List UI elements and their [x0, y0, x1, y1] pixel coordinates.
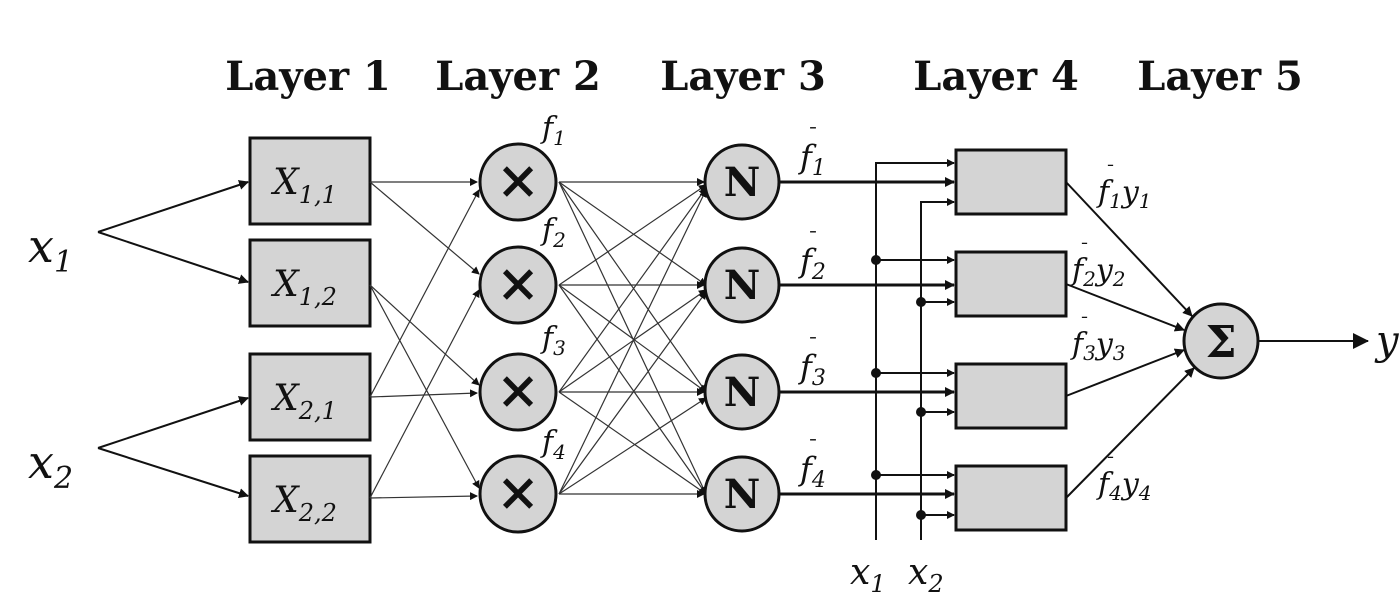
firing-label-1: f1	[540, 111, 566, 150]
product-symbol-4: ×	[496, 462, 540, 523]
layer1-to-layer2-edges	[369, 178, 480, 501]
rule-output-bar-2: ˉ	[1080, 240, 1089, 261]
norm-node-4: N	[703, 455, 781, 533]
product-node-4: ×	[478, 454, 558, 534]
layer3-to-layer4-edges	[779, 177, 955, 499]
output-label: y	[1374, 318, 1400, 364]
rule-output-bar-4: ˉ	[1106, 454, 1115, 475]
norm-symbol-4: N	[724, 471, 761, 518]
product-node-2: ×	[478, 245, 558, 325]
rule-node-2	[954, 250, 1068, 318]
layer4-to-layer5-edges	[1065, 181, 1195, 499]
normalized-bar-1: ˉ	[808, 123, 818, 147]
layer-5-title: Layer 5	[1137, 53, 1303, 100]
rule-output-bar-1: ˉ	[1106, 162, 1115, 183]
layer2-to-layer3-edges	[558, 178, 707, 498]
layer-3-title: Layer 3	[660, 53, 826, 100]
norm-node-2: N	[703, 246, 781, 324]
product-node-1: ×	[478, 142, 558, 222]
norm-node-3: N	[703, 353, 781, 431]
layer-2-title: Layer 2	[435, 53, 601, 100]
firing-label-3: f3	[540, 321, 566, 360]
bus-x1-label: x1	[850, 552, 886, 598]
rule-node-3	[954, 362, 1068, 430]
layer-4-title: Layer 4	[913, 53, 1079, 100]
firing-label-2: f2	[540, 213, 566, 252]
membership-label-2: X1,2	[270, 264, 337, 311]
product-symbol-2: ×	[496, 253, 540, 314]
layer-1-title: Layer 1	[225, 53, 391, 100]
rule-node-1	[954, 148, 1068, 216]
membership-node-3: X2,1	[248, 352, 372, 442]
norm-symbol-1: N	[724, 159, 761, 206]
membership-node-1: X1,1	[248, 136, 372, 226]
rule-output-label-2: f2y2	[1070, 253, 1126, 291]
membership-label-3: X2,1	[270, 378, 337, 425]
firing-label-4: f4	[540, 425, 566, 464]
membership-node-2: X1,2	[248, 238, 372, 328]
rule-output-bar-3: ˉ	[1080, 314, 1089, 335]
product-symbol-1: ×	[496, 150, 540, 211]
membership-node-4: X2,2	[248, 454, 372, 544]
sum-node: Σ	[1182, 302, 1260, 380]
input-bus	[871, 159, 955, 540]
rule-node-4	[954, 464, 1068, 532]
input-x2-label: x2	[28, 435, 73, 496]
membership-label-4: X2,2	[270, 480, 337, 527]
rule-output-label-1: f1y1	[1096, 175, 1152, 213]
norm-symbol-3: N	[724, 369, 761, 416]
input-edges	[97, 180, 249, 499]
product-symbol-3: ×	[496, 360, 540, 421]
bus-x2-label: x2	[908, 552, 944, 598]
norm-node-1: N	[703, 143, 781, 221]
input-x1-label: x1	[28, 219, 73, 280]
product-node-3: ×	[478, 352, 558, 432]
rule-output-label-4: f4y4	[1096, 467, 1152, 505]
normalized-bar-2: ˉ	[808, 227, 818, 251]
normalized-bar-3: ˉ	[808, 333, 818, 357]
sum-symbol: Σ	[1205, 317, 1236, 368]
normalized-bar-4: ˉ	[808, 435, 818, 459]
membership-label-1: X1,1	[270, 162, 337, 209]
norm-symbol-2: N	[724, 262, 761, 309]
rule-output-label-3: f3y3	[1070, 327, 1126, 365]
